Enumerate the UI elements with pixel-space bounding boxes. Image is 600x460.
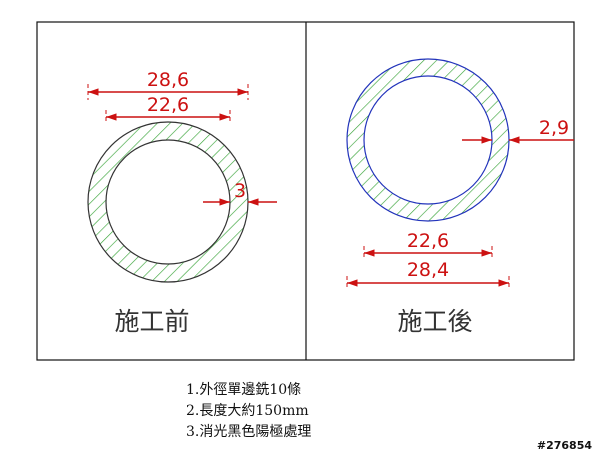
image-code: #276854 [536,439,592,452]
inner-diameter-label-after: 22,6 [407,230,449,252]
note-line-2: 2.長度大約150mm [186,403,309,419]
wall-label-before: 3 [234,180,246,202]
inner-diameter-label-before: 22,6 [147,94,189,116]
panel-before: 28,6 22,6 3 施工前 [87,69,277,336]
outer-diameter-label-after: 28,4 [407,259,449,281]
note-line-3: 3.消光黑色陽極處理 [186,424,312,440]
panel-after: 2,9 22,6 28,4 施工後 [346,58,574,336]
caption-after: 施工後 [397,307,472,336]
wall-label-after: 2,9 [539,117,569,139]
outer-diameter-label-before: 28,6 [147,69,189,91]
caption-before: 施工前 [114,307,189,336]
note-line-1: 1.外徑單邊銑10條 [186,382,302,398]
